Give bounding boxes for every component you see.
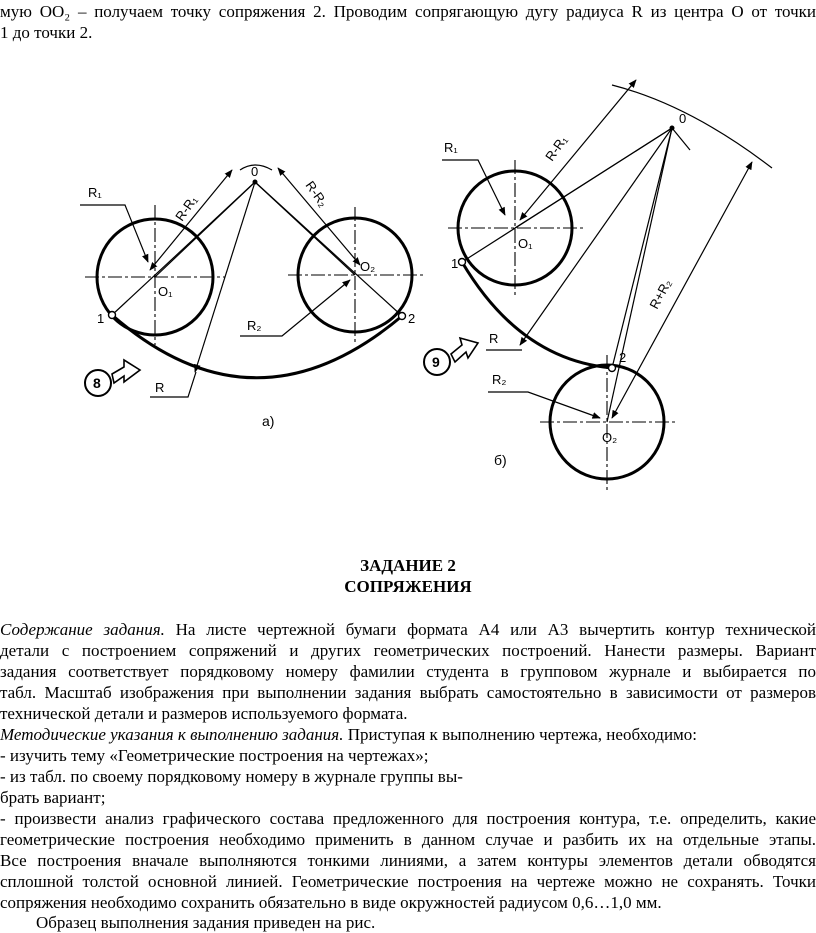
methods-bullet-3-line-4: сплошной толстой основной линией. Геомет… xyxy=(0,872,816,891)
figure-b: R₁ R-R₁ 0 O₁ 1 R R+R₂ 2 R₂ O₂ 9 б) xyxy=(423,79,773,490)
label-r2-a: R₂ xyxy=(247,318,261,333)
label-o1-a: O₁ xyxy=(158,284,173,299)
methods-bullet-3-line-3: Все построения вначале выполняются тонки… xyxy=(0,851,816,870)
locus-arc-b xyxy=(611,84,773,169)
variant-number-a: 8 xyxy=(93,375,101,391)
methods-bullet-3-line-2: геометрические построения необходимо при… xyxy=(0,830,816,849)
label-o-b: 0 xyxy=(679,111,686,126)
content-line-2: детали с построением сопряжений и других… xyxy=(0,641,816,660)
task-subheading: СОПРЯЖЕНИЯ xyxy=(344,577,472,596)
content-line-4: табл. Масштаб изображения при выполнении… xyxy=(0,683,816,702)
sample-reference: Образец выполнения задания приведен на р… xyxy=(36,913,376,932)
methods-bullet-3-line-5: сопряжения необходимо сохранить обязател… xyxy=(0,893,662,912)
methods-bullet-2b: брать вариант; xyxy=(0,788,106,807)
content-line-1: Содержание задания. На листе чертежной б… xyxy=(0,620,816,639)
task-heading: ЗАДАНИЕ 2 xyxy=(360,556,456,575)
label-o-a: 0 xyxy=(251,164,258,179)
content-line-5: технической детали и размеров используем… xyxy=(0,704,408,723)
label-pt1-b: 1 xyxy=(451,256,458,271)
label-o1-b: O₁ xyxy=(518,236,533,251)
content-line-3: задания соответствует порядковому номеру… xyxy=(0,662,816,681)
caption-b: б) xyxy=(494,452,507,468)
content-lead: Содержание задания. xyxy=(0,620,165,639)
methods-bullet-3-line-1: - произвести анализ графического состава… xyxy=(0,809,816,828)
conjugating-arc-a xyxy=(111,313,403,380)
intro-line-2: 1 до точки 2. xyxy=(0,23,93,42)
label-r-plus-r2-b: R+R₂ xyxy=(646,277,674,312)
label-pt2-a: 2 xyxy=(408,311,415,326)
methods-bullet-1: - изучить тему «Геометрические построени… xyxy=(0,746,429,765)
label-pt2-b: 2 xyxy=(619,350,626,365)
conjugating-arc-b xyxy=(460,261,613,370)
variant-number-b: 9 xyxy=(432,354,440,370)
label-r1-a: R₁ xyxy=(88,185,102,200)
label-pt1-a: 1 xyxy=(97,311,104,326)
intro-line-1: мую ОО₂ – получаем точку сопряжения 2. П… xyxy=(0,2,816,21)
figure-a: R₁ R-R₁ 0 R-R₂ O₂ O₁ 1 2 R₂ R 8 а) xyxy=(80,164,425,429)
methods-bullet-2a: - из табл. по своему порядковому номеру … xyxy=(0,767,463,786)
label-o2-b: O₂ xyxy=(602,430,617,445)
label-r-minus-r1-b: R-R₁ xyxy=(542,132,570,164)
label-r-b: R xyxy=(489,331,498,346)
methods-lead: Методические указания к выполнению задан… xyxy=(0,725,344,744)
label-o2-a: O₂ xyxy=(360,259,375,274)
caption-a: а) xyxy=(262,413,274,429)
label-r2-b: R₂ xyxy=(492,372,506,387)
conjugation-drawings: R₁ R-R₁ 0 R-R₂ O₂ O₁ 1 2 R₂ R 8 а) xyxy=(80,79,773,490)
label-r1-b: R₁ xyxy=(444,140,458,155)
methods-line-1: Методические указания к выполнению задан… xyxy=(0,725,698,744)
label-r-a: R xyxy=(155,380,164,395)
label-r-minus-r2-a: R-R₂ xyxy=(303,178,331,210)
label-r-minus-r1-a: R-R₁ xyxy=(172,192,200,224)
